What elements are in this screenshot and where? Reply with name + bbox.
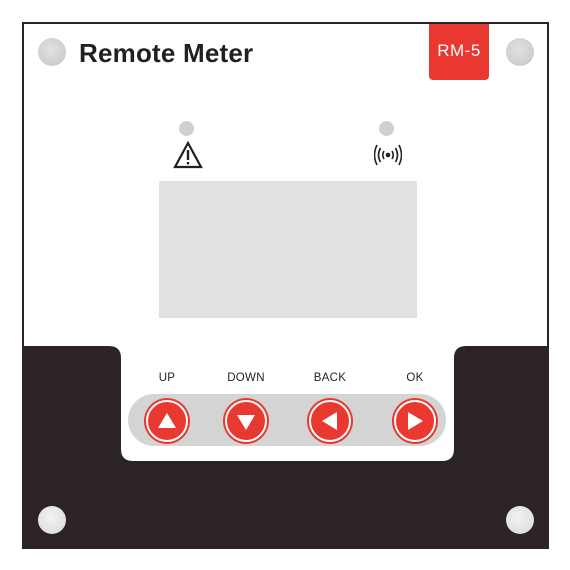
key-strip [128,394,446,446]
arrow-down-icon [237,415,255,430]
lcd-display [159,181,417,318]
screw-top-right [506,38,534,66]
arrow-left-icon [322,412,337,430]
signal-led [379,121,394,136]
ok-button[interactable] [394,400,436,442]
screw-bottom-right [506,506,534,534]
arrow-right-icon [408,412,423,430]
ok-button-label: OK [406,372,424,384]
up-button[interactable] [146,400,188,442]
down-button[interactable] [225,400,267,442]
bottom-dark-panel [24,346,547,547]
arrow-up-icon [158,413,176,428]
device-title: Remote Meter [79,38,254,68]
screw-top-left [38,38,66,66]
screw-bottom-left [38,506,66,534]
back-button[interactable] [309,400,351,442]
remote-meter-panel: Remote Meter RM-5 UP DOWN BACK OK [22,22,549,549]
up-button-label: UP [158,372,176,384]
wireless-signal-icon [374,144,402,166]
warning-led [179,121,194,136]
back-button-label: BACK [313,372,347,384]
model-badge: RM-5 [429,24,489,80]
down-button-label: DOWN [227,372,265,384]
warning-triangle-icon [173,141,203,169]
